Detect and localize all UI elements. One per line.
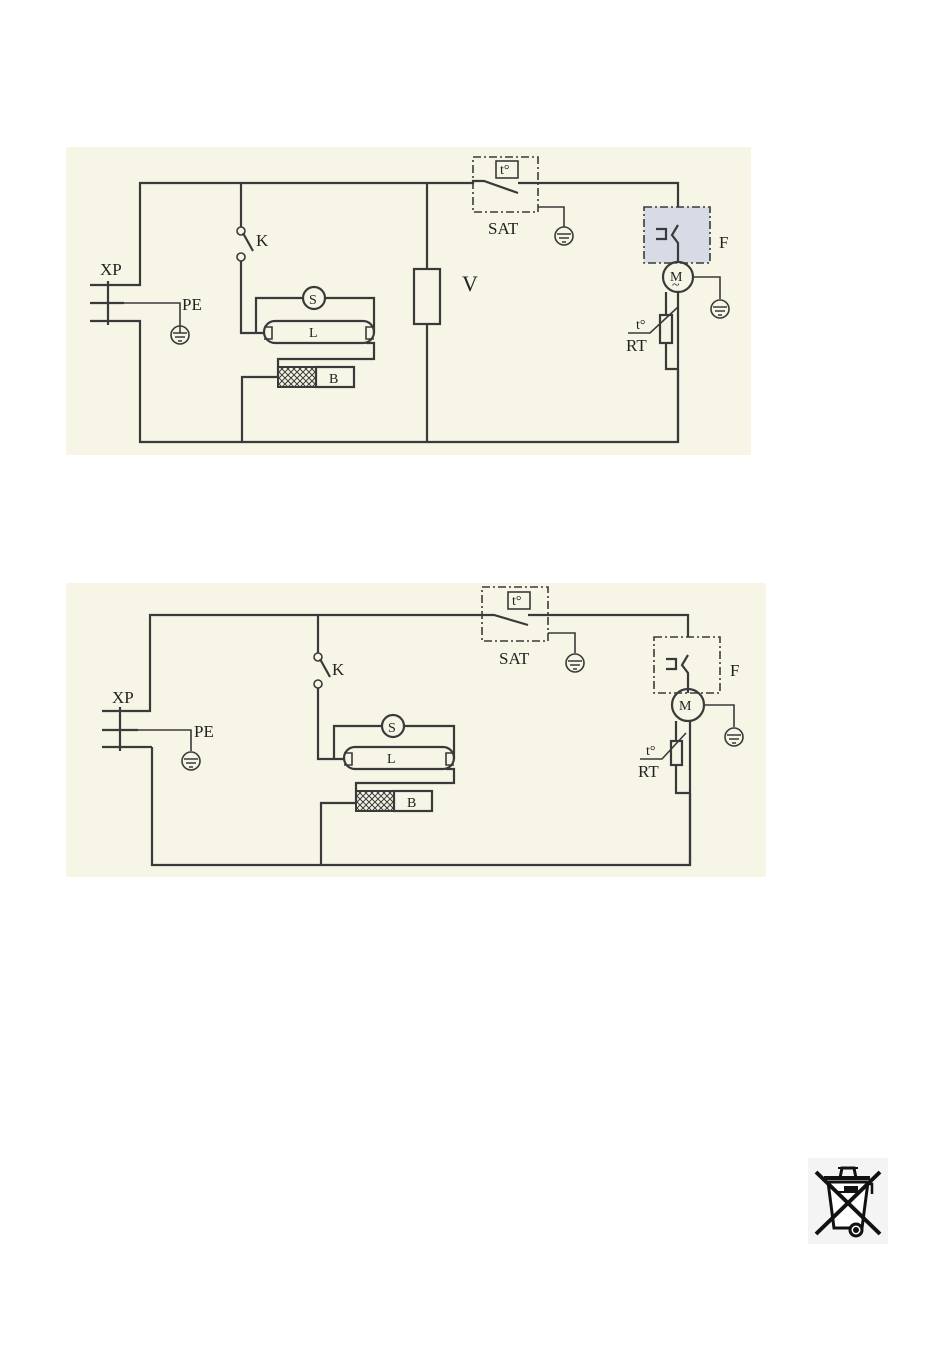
label-sat-t: t° — [500, 163, 510, 178]
weee-disposal-icon — [808, 1158, 888, 1249]
label-rt-t: t° — [636, 318, 646, 333]
label-s: S — [309, 293, 317, 308]
wiring-diagram-bottom: XP PE K S L B t° SAT F M t° RT — [66, 583, 766, 877]
label-b: B — [407, 796, 416, 811]
wiring-diagram-top-svg: XP PE K S L B V t° SAT F M ~ t° RT — [66, 147, 751, 455]
crossed-out-wheelie-bin-icon — [808, 1158, 888, 1244]
label-rt: RT — [638, 762, 659, 781]
label-sat-t: t° — [512, 594, 522, 609]
label-xp: XP — [112, 688, 134, 707]
label-rt-t: t° — [646, 744, 656, 759]
label-k: K — [332, 660, 345, 679]
label-f: F — [730, 661, 739, 680]
label-m: M — [679, 699, 692, 714]
panel-background — [66, 147, 751, 455]
label-pe: PE — [182, 295, 202, 314]
label-pe: PE — [194, 722, 214, 741]
label-sat: SAT — [499, 649, 530, 668]
label-xp: XP — [100, 260, 122, 279]
label-l: L — [309, 326, 318, 341]
label-sat: SAT — [488, 219, 519, 238]
label-v: V — [462, 271, 478, 296]
label-rt: RT — [626, 336, 647, 355]
label-l: L — [387, 752, 396, 767]
label-s: S — [388, 721, 396, 736]
label-m-sub: ~ — [672, 278, 680, 293]
label-b: B — [329, 372, 338, 387]
plug-bottom-lead — [124, 321, 140, 322]
choke-b-core — [356, 791, 394, 811]
wiring-diagram-top: XP PE K S L B V t° SAT F M ~ t° RT — [66, 147, 751, 455]
label-k: K — [256, 231, 269, 250]
label-f: F — [719, 233, 728, 252]
choke-b-core — [278, 367, 316, 387]
wiring-diagram-bottom-svg: XP PE K S L B t° SAT F M t° RT — [66, 583, 766, 877]
